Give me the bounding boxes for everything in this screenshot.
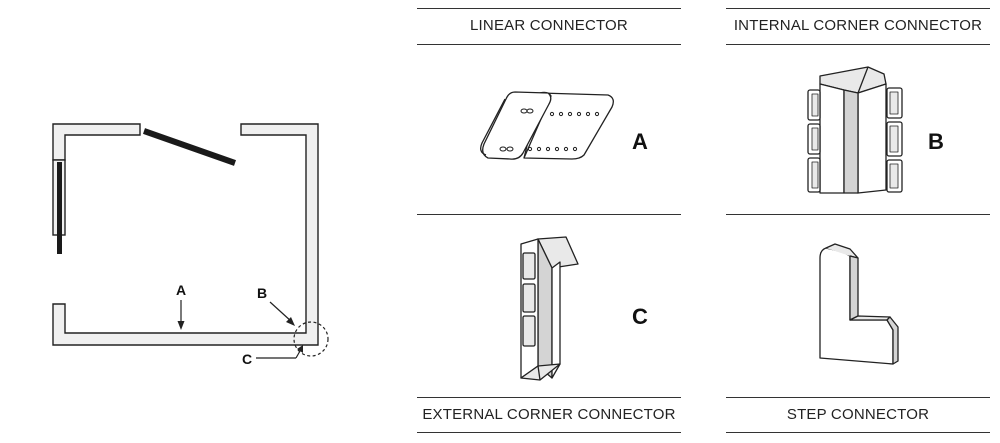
external-corner-illustration	[520, 236, 579, 381]
step-connector-title: STEP CONNECTOR	[786, 406, 930, 423]
wall-top-left-and-left	[52, 123, 141, 161]
plan-arrowhead-c	[297, 345, 303, 353]
rule-mid-right	[726, 214, 990, 215]
plan-arrow-b	[269, 301, 293, 323]
rule-internal-top	[726, 8, 990, 9]
floor-plan: A B C	[52, 123, 329, 367]
internal-corner-illustration	[807, 66, 903, 194]
rule-mid-left	[417, 214, 681, 215]
plan-arrowhead-a	[177, 321, 185, 330]
hinged-door	[143, 128, 236, 166]
internal-corner-letter: B	[928, 129, 944, 154]
left-wall-door	[57, 162, 62, 254]
linear-connector-title: LINEAR CONNECTOR	[470, 17, 628, 34]
rule-external-top	[417, 397, 681, 398]
rule-external-bottom	[417, 432, 681, 433]
step-connector-illustration	[819, 243, 899, 365]
rule-internal-bottom	[726, 44, 990, 45]
plan-label-a: A	[176, 282, 186, 298]
linear-connector-illustration	[480, 91, 614, 160]
plan-label-b: B	[257, 285, 267, 301]
rule-linear-bottom	[417, 44, 681, 45]
external-corner-letter: C	[632, 304, 648, 329]
plan-arrow-c-leg	[295, 350, 301, 359]
wall-right-and-bottom	[52, 123, 319, 346]
rule-step-bottom	[726, 432, 990, 433]
external-corner-connector-title: EXTERNAL CORNER CONNECTOR	[422, 406, 676, 423]
plan-callout-circle	[293, 321, 329, 357]
linear-connector-letter: A	[632, 129, 648, 154]
plan-arrowhead-b	[286, 317, 295, 326]
internal-corner-connector-title: INTERNAL CORNER CONNECTOR	[733, 17, 983, 34]
rule-linear-top	[417, 8, 681, 9]
rule-step-top	[726, 397, 990, 398]
plan-label-c: C	[242, 351, 252, 367]
